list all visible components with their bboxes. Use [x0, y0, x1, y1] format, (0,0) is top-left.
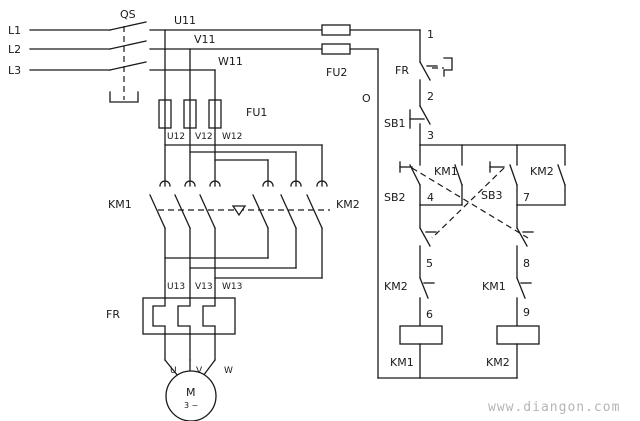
- watermark: www.diangon.com: [488, 400, 620, 415]
- label-fu2: FU2: [326, 66, 347, 79]
- label-km1-main: KM1: [108, 198, 132, 211]
- label-node-5: 5: [426, 257, 433, 270]
- motor-feed: [164, 227, 323, 299]
- labels: L1 L2 L3 QS U11 V11 W11 FU1 FU2 U12 V12 …: [8, 8, 620, 415]
- label-motor: M: [186, 386, 196, 399]
- label-sb1: SB1: [384, 117, 406, 130]
- mechanical-interlock: [158, 205, 330, 217]
- label-w12: W12: [222, 132, 242, 142]
- label-node-2: 2: [427, 90, 434, 103]
- label-km2-main: KM2: [336, 198, 360, 211]
- label-qs: QS: [120, 8, 136, 21]
- label-km2-aux: KM2: [530, 165, 554, 178]
- label-node-3: 3: [427, 129, 434, 142]
- label-l2: L2: [8, 43, 21, 56]
- label-fr-ctrl: FR: [395, 64, 409, 77]
- qs-switch: [109, 21, 147, 103]
- label-km1-coil: KM1: [390, 356, 414, 369]
- label-v11: V11: [194, 33, 216, 46]
- label-v: V: [196, 366, 203, 376]
- label-km2-coil: KM2: [486, 356, 510, 369]
- label-w11: W11: [218, 55, 243, 68]
- label-u11: U11: [174, 14, 196, 27]
- label-node-7: 7: [523, 191, 530, 204]
- label-node-9: 9: [523, 306, 530, 319]
- power-bus: [164, 127, 323, 187]
- label-node-1: 1: [427, 28, 434, 41]
- label-u: U: [170, 366, 177, 376]
- phase-wires: [149, 29, 331, 101]
- label-u13: U13: [167, 282, 185, 292]
- fu1-fuses: [158, 99, 222, 129]
- label-v13: V13: [195, 282, 213, 292]
- km2-main-contacts: [252, 180, 328, 229]
- label-l1: L1: [8, 24, 21, 37]
- label-w: W: [224, 366, 233, 376]
- label-u12: U12: [167, 132, 185, 142]
- supply-lines: [29, 29, 111, 71]
- label-v12: V12: [195, 132, 213, 142]
- label-motor-phase: 3 ~: [184, 401, 198, 410]
- label-km1-aux: KM1: [434, 165, 458, 178]
- km1-main-contacts: [149, 180, 221, 229]
- label-node-6: 6: [426, 308, 433, 321]
- label-l3: L3: [8, 64, 21, 77]
- label-node-8: 8: [523, 257, 530, 270]
- label-node-4: 4: [427, 191, 434, 204]
- label-o: O: [362, 92, 371, 105]
- label-sb3: SB3: [481, 189, 503, 202]
- control-circuit: [321, 24, 566, 379]
- label-fu1: FU1: [246, 106, 267, 119]
- label-km1-interlock: KM1: [482, 280, 506, 293]
- label-sb2: SB2: [384, 191, 406, 204]
- label-w13: W13: [222, 282, 242, 292]
- motor: [164, 359, 217, 421]
- label-km2-interlock: KM2: [384, 280, 408, 293]
- label-fr-main: FR: [106, 308, 120, 321]
- thermal-relay-main: [142, 297, 236, 361]
